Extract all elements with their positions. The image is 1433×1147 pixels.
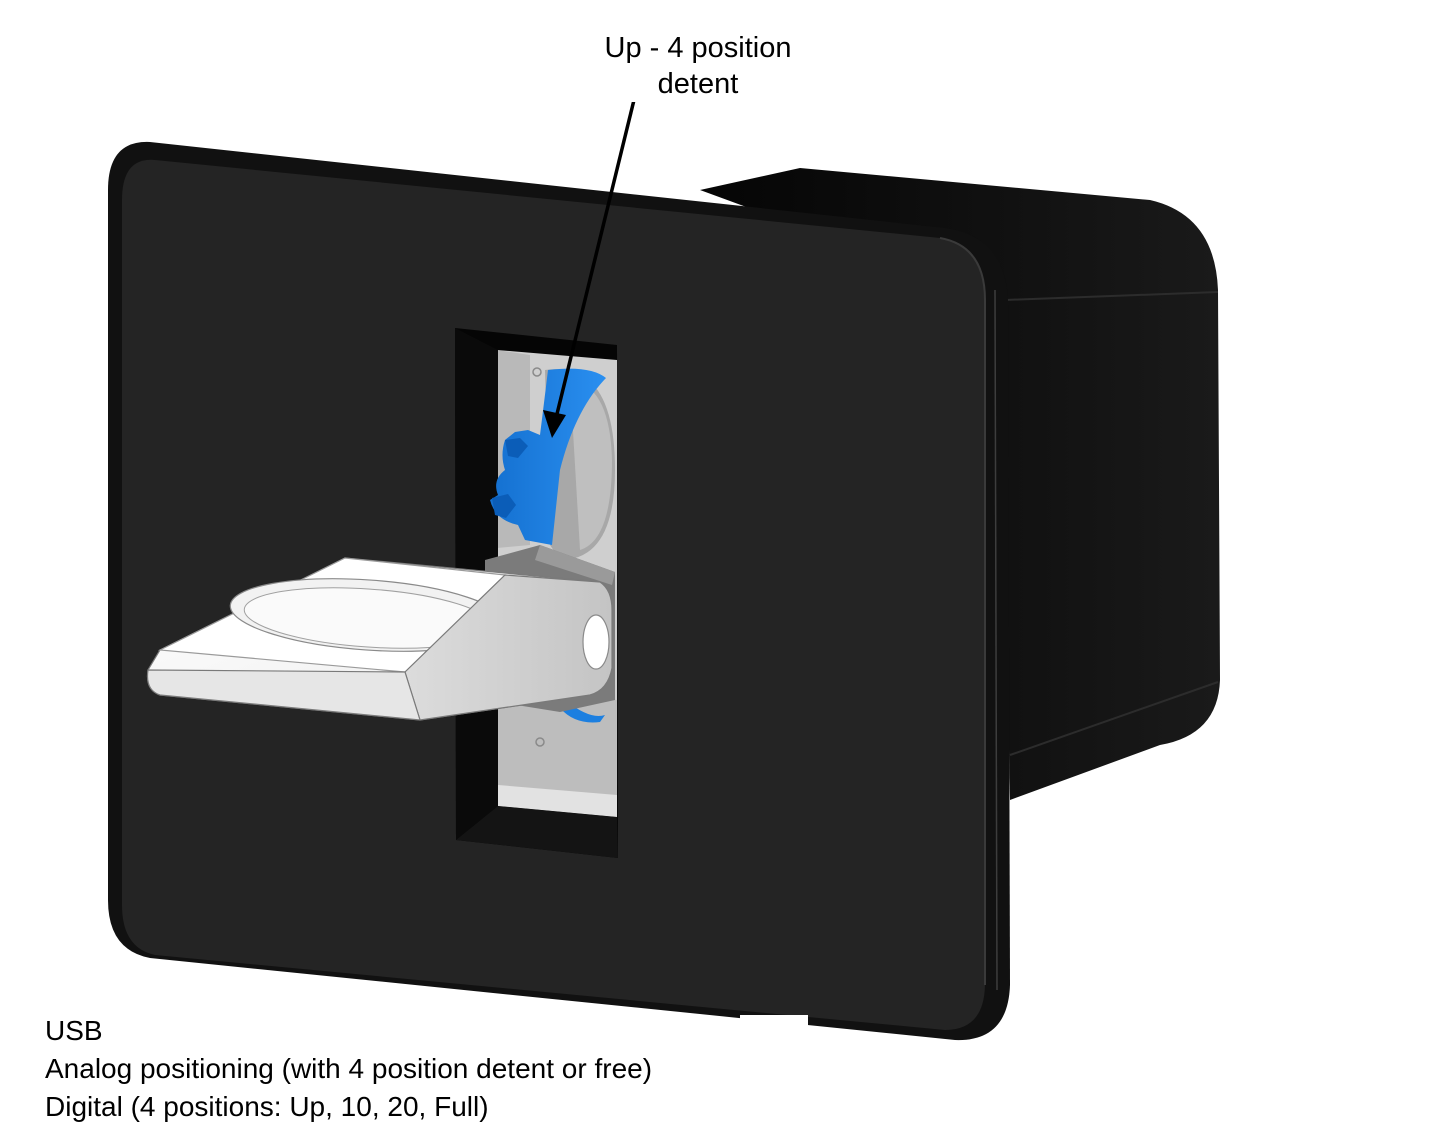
callout-line-2: detent [657,68,739,100]
caption-line-analog: Analog positioning (with 4 position dete… [45,1053,653,1084]
detent-gear [490,368,606,723]
lever-handle [146,557,613,721]
rear-housing [700,168,1220,800]
caption-line-digital: Digital (4 positions: Up, 10, 20, Full) [45,1091,489,1122]
bottom-tab [740,1015,808,1027]
feature-caption: USB Analog positioning (with 4 position … [45,1012,652,1126]
detent-callout-label: Up - 4 position detent [565,30,831,102]
caption-line-usb: USB [45,1015,103,1046]
callout-arrow [543,99,636,438]
callout-line-1: Up - 4 position [604,32,792,64]
rotary-drum [545,369,615,560]
